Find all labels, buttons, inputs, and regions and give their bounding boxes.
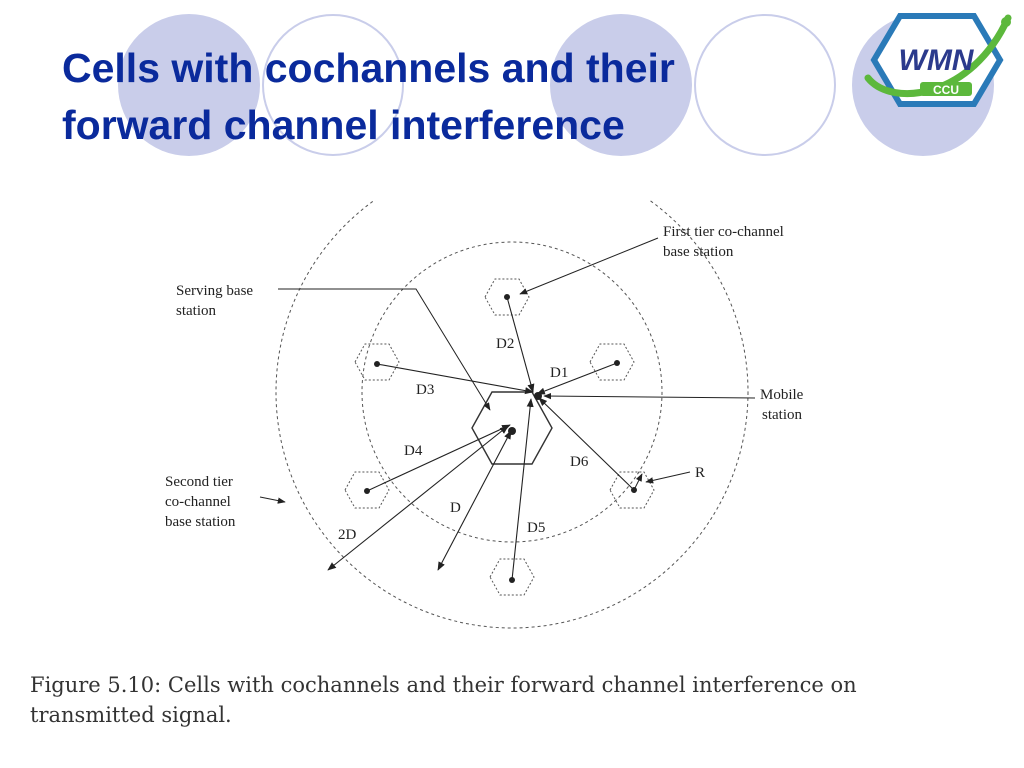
- d6-label: D6: [570, 454, 589, 470]
- serving-label: Serving base station: [176, 283, 257, 319]
- d3-label: D3: [416, 382, 434, 398]
- logo-dot: [1001, 17, 1011, 27]
- line-d1: [536, 362, 618, 395]
- line-d2: [506, 296, 535, 393]
- leader-serving: [278, 288, 491, 411]
- cochannel-cell-lower-right: [609, 471, 655, 509]
- d5-label: D5: [527, 520, 545, 536]
- title-line-2: forward channel interference: [62, 102, 625, 148]
- caption-line-1: Figure 5.10: Cells with cochannels and t…: [30, 673, 857, 697]
- d2-label: D2: [496, 336, 514, 352]
- line-d6: [538, 397, 635, 491]
- leader-second-tier: [259, 496, 286, 504]
- leader-first-tier: [519, 237, 659, 295]
- figure-caption: Figure 5.10: Cells with cochannels and t…: [30, 670, 990, 730]
- serving-base-station: [508, 427, 516, 435]
- r-label: R: [695, 465, 705, 481]
- line-d5: [511, 398, 534, 581]
- decor-circle: [118, 14, 260, 156]
- mobile-station: [534, 392, 542, 400]
- first-tier-circle: [361, 241, 663, 543]
- 2d-label: 2D: [338, 527, 357, 543]
- logo-subtext: CCU: [933, 83, 959, 97]
- caption-line-2: transmitted signal.: [30, 703, 232, 727]
- slide-title: Cells with cochannels and their forward …: [62, 40, 822, 154]
- first-tier-label: First tier co-channel base station: [663, 224, 788, 260]
- line-d: [437, 430, 512, 571]
- d1-label: D1: [550, 365, 568, 381]
- decor-ring: [694, 14, 836, 156]
- decor-circle: [550, 14, 692, 156]
- second-tier-circle: [275, 200, 749, 629]
- logo-badge: [920, 82, 972, 96]
- base-station-lower-left: [364, 488, 370, 494]
- cochannel-cell-upper-right: [589, 343, 635, 381]
- radius-r: [633, 473, 643, 491]
- wmn-logo: WMN CCU: [864, 13, 1012, 107]
- line-2d: [327, 425, 509, 571]
- second-tier-label: Second tier co-channel base station: [165, 474, 237, 530]
- cochannel-diagram: First tier co-channel base station Servi…: [165, 200, 807, 629]
- decor-ring: [262, 14, 404, 156]
- base-station-upper-left: [374, 361, 380, 367]
- leader-mobile: [543, 392, 756, 400]
- cochannel-cell-top: [484, 278, 530, 316]
- d4-label: D4: [404, 443, 423, 459]
- base-station-top: [504, 294, 510, 300]
- base-station-upper-right: [614, 360, 620, 366]
- line-d3: [376, 363, 534, 395]
- d-label: D: [450, 500, 461, 516]
- logo-text: WMN: [899, 44, 975, 77]
- title-line-1: Cells with cochannels and their: [62, 45, 675, 91]
- base-station-bottom: [509, 577, 515, 583]
- cochannel-cell-upper-left: [354, 343, 400, 381]
- leader-r: [645, 471, 691, 484]
- mobile-label: Mobile station: [760, 387, 807, 423]
